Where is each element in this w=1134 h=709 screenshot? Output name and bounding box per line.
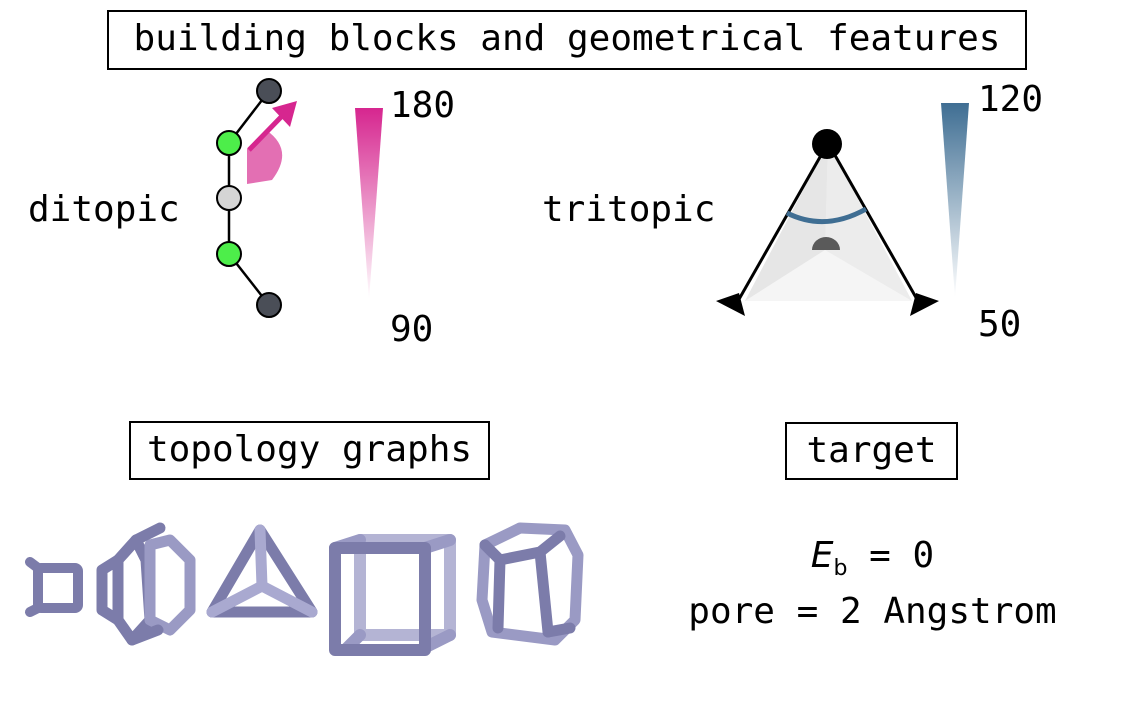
small-ring-icon xyxy=(25,557,83,617)
target-text: target xyxy=(806,430,937,471)
tritopic-scale-icon xyxy=(941,103,969,298)
topology-graphs-text: topology graphs xyxy=(146,429,473,470)
energy-value: = 0 xyxy=(847,535,935,576)
tritopic-scale-max: 120 xyxy=(978,79,1044,120)
title-box: building blocks and geometrical features xyxy=(107,10,1027,70)
tritopic-label: tritopic xyxy=(542,189,716,230)
energy-symbol: E xyxy=(810,535,834,576)
angle-arrow-icon xyxy=(247,101,297,184)
ditopic-molecule-icon xyxy=(216,78,282,318)
tetrahedron-icon xyxy=(206,524,318,618)
target-box: target xyxy=(785,422,958,480)
fused-hexagon-icon xyxy=(96,522,196,646)
energy-subscript: b xyxy=(833,556,848,581)
energy-line: Eb = 0 xyxy=(700,535,1045,580)
ditopic-scale-icon xyxy=(355,108,383,300)
topology-graphs-box: topology graphs xyxy=(129,421,490,480)
title-text: building blocks and geometrical features xyxy=(133,18,1001,59)
ditopic-scale-max: 180 xyxy=(390,85,456,126)
pore-line: pore = 2 Angstrom xyxy=(688,591,1057,632)
ditopic-scale-min: 90 xyxy=(390,309,434,350)
cube-icon xyxy=(329,534,456,656)
tritopic-molecule-icon xyxy=(716,129,939,316)
ditopic-label: ditopic xyxy=(28,189,180,230)
distorted-cube-icon xyxy=(476,522,584,646)
tritopic-scale-min: 50 xyxy=(978,304,1022,345)
